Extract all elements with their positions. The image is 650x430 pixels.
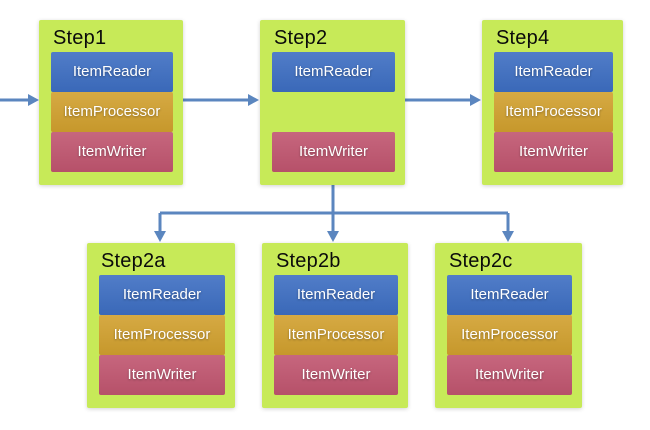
item-processor-bar: ItemProcessor [447, 315, 572, 355]
item-writer-bar: ItemWriter [447, 355, 572, 395]
step-node-step4: Step4 ItemReader ItemProcessor ItemWrite… [482, 20, 623, 185]
item-processor-bar: ItemProcessor [99, 315, 225, 355]
item-reader-bar: ItemReader [274, 275, 398, 315]
step-node-step2c: Step2c ItemReader ItemProcessor ItemWrit… [435, 243, 582, 408]
step-title: Step1 [53, 27, 107, 49]
item-writer-bar: ItemWriter [99, 355, 225, 395]
item-writer-bar: ItemWriter [494, 132, 613, 172]
item-reader-bar: ItemReader [447, 275, 572, 315]
step-title: Step4 [496, 27, 550, 49]
step-title: Step2b [276, 250, 341, 272]
item-writer-bar: ItemWriter [272, 132, 395, 172]
arrowhead-into-step1 [28, 94, 39, 106]
item-reader-bar: ItemReader [51, 52, 173, 92]
arrowhead-into-step2b [327, 231, 339, 242]
step-node-step2a: Step2a ItemReader ItemProcessor ItemWrit… [87, 243, 235, 408]
step-title: Step2c [449, 250, 513, 272]
step-node-step2: Step2 ItemReader ItemWriter [260, 20, 405, 185]
item-reader-bar: ItemReader [494, 52, 613, 92]
arrowhead-into-step2c [502, 231, 514, 242]
step-title: Step2 [274, 27, 328, 49]
step-title: Step2a [101, 250, 166, 272]
bar-spacer [272, 92, 395, 132]
item-reader-bar: ItemReader [272, 52, 395, 92]
step-node-step2b: Step2b ItemReader ItemProcessor ItemWrit… [262, 243, 408, 408]
item-reader-bar: ItemReader [99, 275, 225, 315]
arrowhead-into-step2 [248, 94, 259, 106]
step-node-step1: Step1 ItemReader ItemProcessor ItemWrite… [39, 20, 183, 185]
arrowhead-into-step4 [470, 94, 481, 106]
item-writer-bar: ItemWriter [274, 355, 398, 395]
item-writer-bar: ItemWriter [51, 132, 173, 172]
item-processor-bar: ItemProcessor [51, 92, 173, 132]
arrowhead-into-step2a [154, 231, 166, 242]
item-processor-bar: ItemProcessor [494, 92, 613, 132]
item-processor-bar: ItemProcessor [274, 315, 398, 355]
